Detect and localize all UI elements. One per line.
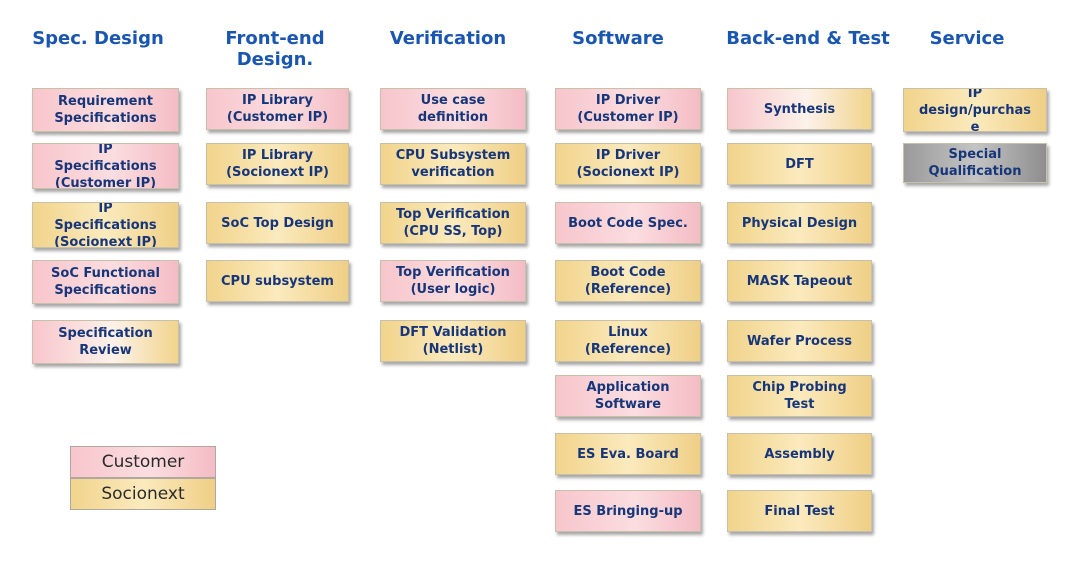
task-box-synthesis: Synthesis: [727, 88, 872, 130]
task-box-mask-tapeout: MASK Tapeout: [727, 260, 872, 302]
task-box-ip-driver-socionext-ip: IP Driver (Socionext IP): [555, 143, 701, 185]
task-box-boot-code-spec: Boot Code Spec.: [555, 202, 701, 244]
task-box-cpu-subsystem: CPU subsystem: [206, 260, 349, 302]
task-box-ip-library-customer-ip: IP Library (Customer IP): [206, 88, 349, 130]
task-box-final-test: Final Test: [727, 490, 872, 532]
task-box-ip-specifications-customer-ip: IP Specifications (Customer IP): [32, 143, 179, 189]
task-box-top-verification-cpu-ss-top: Top Verification (CPU SS, Top): [380, 202, 526, 244]
task-box-soc-top-design: SoC Top Design: [206, 202, 349, 244]
column-header-front-end-design: Front-end Design.: [225, 28, 325, 70]
column-header-back-end-test: Back-end & Test: [726, 28, 890, 49]
task-box-specification-review: Specification Review: [32, 320, 179, 364]
task-box-linux-reference: Linux (Reference): [555, 320, 701, 362]
task-box-cpu-subsystem-verification: CPU Subsystem verification: [380, 143, 526, 185]
task-box-ip-design-purchas-e: IP design/purchas e: [903, 88, 1047, 132]
legend-socionext: Socionext: [70, 478, 216, 510]
task-box-use-case-definition: Use case definition: [380, 88, 526, 130]
task-box-assembly: Assembly: [727, 433, 872, 475]
task-box-boot-code-reference: Boot Code (Reference): [555, 260, 701, 302]
task-box-ip-driver-customer-ip: IP Driver (Customer IP): [555, 88, 701, 130]
task-box-ip-library-socionext-ip: IP Library (Socionext IP): [206, 143, 349, 185]
column-header-verification: Verification: [389, 28, 507, 49]
task-box-chip-probing-test: Chip Probing Test: [727, 375, 872, 417]
task-box-top-verification-user-logic: Top Verification (User logic): [380, 260, 526, 302]
task-box-physical-design: Physical Design: [727, 202, 872, 244]
task-box-es-bringing-up: ES Bringing-up: [555, 490, 701, 532]
task-box-special-qualification: Special Qualification: [903, 143, 1047, 183]
task-box-soc-functional-specifications: SoC Functional Specifications: [32, 260, 179, 304]
legend-customer: Customer: [70, 446, 216, 478]
column-header-software: Software: [572, 28, 664, 49]
task-box-requirement-specifications: Requirement Specifications: [32, 88, 179, 132]
task-box-dft-validation-netlist: DFT Validation (Netlist): [380, 320, 526, 362]
column-header-spec-design: Spec. Design: [32, 28, 164, 49]
task-box-ip-specifications-socionext-ip: IP Specifications (Socionext IP): [32, 202, 179, 248]
task-box-dft: DFT: [727, 143, 872, 185]
task-box-application-software: Application Software: [555, 375, 701, 417]
column-header-service: Service: [929, 28, 1005, 49]
task-box-wafer-process: Wafer Process: [727, 320, 872, 362]
task-box-es-eva-board: ES Eva. Board: [555, 433, 701, 475]
